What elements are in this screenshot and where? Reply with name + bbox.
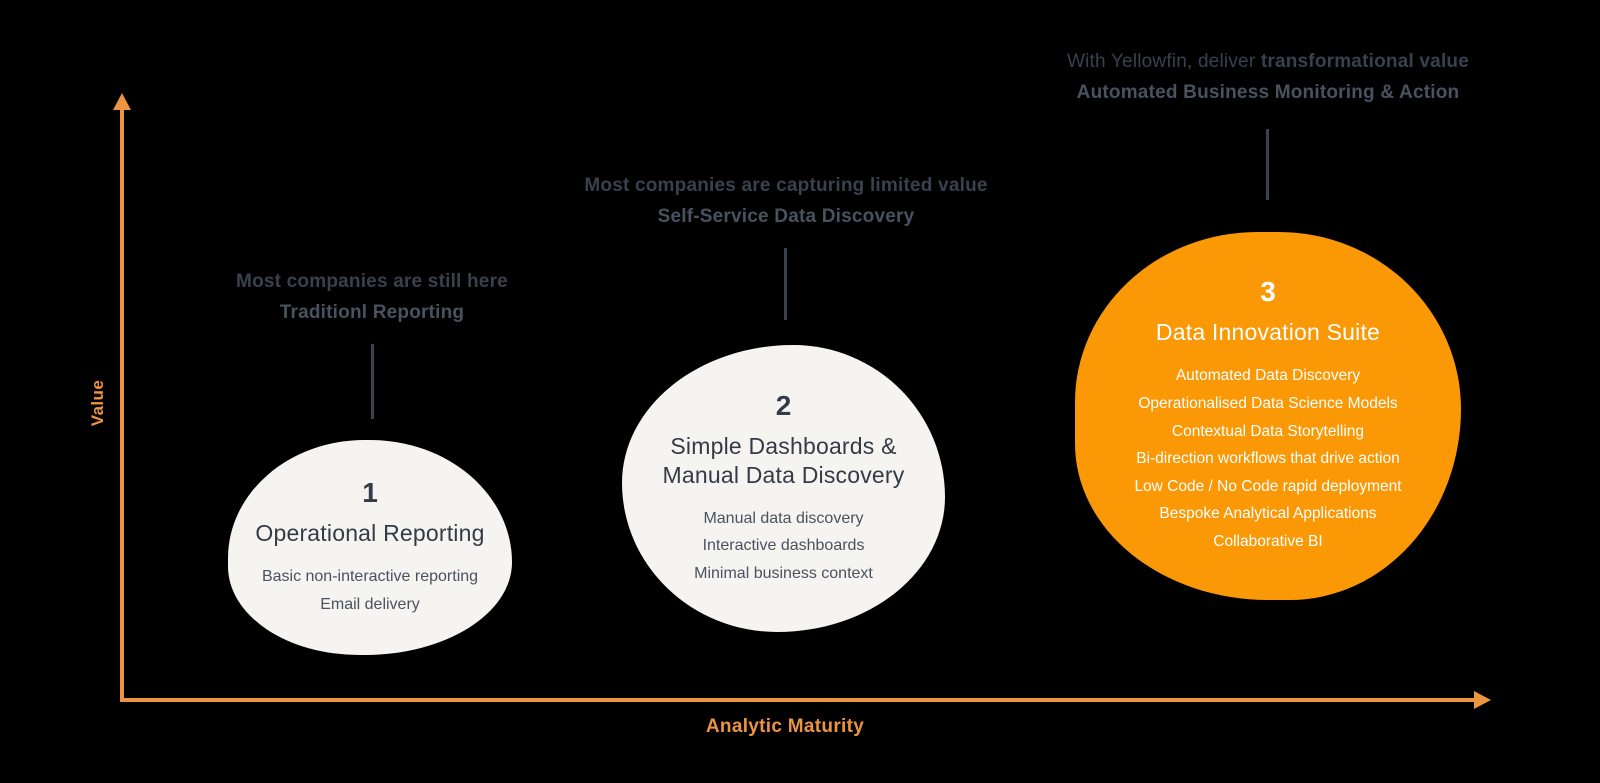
x-axis-label: Analytic Maturity — [705, 716, 865, 737]
connector-stage1 — [371, 344, 374, 419]
stage2-item: Interactive dashboards — [702, 537, 865, 555]
stage3-blob: 3 Data Innovation Suite Automated Data D… — [1075, 232, 1461, 600]
stage3-item: Operationalised Data Science Models — [1138, 395, 1398, 413]
annotation-stage2: Most companies are capturing limited val… — [536, 170, 1036, 232]
stage1-number: 1 — [362, 477, 378, 508]
stage3-number: 3 — [1260, 276, 1276, 308]
stage1-item: Email delivery — [320, 595, 420, 613]
stage2-item: Minimal business context — [694, 564, 873, 582]
annotation-stage1-line1: Most companies are still here — [236, 271, 508, 292]
stage1-item: Basic non-interactive reporting — [261, 568, 479, 585]
stage2-blob: 2 Simple Dashboards & Manual Data Discov… — [622, 345, 945, 632]
y-axis-label: Value — [88, 379, 107, 427]
stage1-title: Operational Reporting — [255, 520, 485, 546]
stage3-item: Automated Data Discovery — [1175, 367, 1361, 385]
stage3-item: Contextual Data Storytelling — [1171, 422, 1365, 440]
stage2-items: Manual data discovery Interactive dashbo… — [694, 505, 873, 588]
annotation-stage1: Most companies are still here Traditionl… — [172, 266, 572, 328]
y-axis-line — [120, 108, 124, 702]
stage3-item: Low Code / No Code rapid deployment — [1134, 477, 1402, 495]
x-axis-arrow-icon — [1474, 691, 1491, 709]
annotation-stage3-line1-bold: transformational value — [1260, 51, 1470, 72]
stage3-item: Collaborative BI — [1213, 532, 1323, 550]
stage3-item: Bi-direction workflows that drive action — [1136, 450, 1400, 468]
stage2-item: Manual data discovery — [703, 509, 864, 527]
stage3-items: Automated Data Discovery Operationalised… — [1134, 362, 1401, 555]
stage1-items: Basic non-interactive reporting Email de… — [262, 563, 478, 618]
annotation-stage3-line1-prefix: With Yellowfin, deliver — [1066, 51, 1261, 72]
y-axis-arrow-icon — [113, 93, 131, 110]
stage3-item: Bespoke Analytical Applications — [1159, 505, 1377, 523]
annotation-stage3-line1: With Yellowfin, deliver transformational… — [1018, 46, 1518, 77]
stage1-blob: 1 Operational Reporting Basic non-intera… — [228, 440, 512, 655]
x-axis-line — [120, 698, 1478, 702]
stage2-title: Simple Dashboards & Manual Data Discover… — [662, 432, 905, 488]
stage3-title: Data Innovation Suite — [1155, 319, 1381, 346]
annotation-stage3: With Yellowfin, deliver transformational… — [1018, 46, 1518, 108]
stage2-number: 2 — [775, 389, 792, 421]
annotation-stage2-line2: Self-Service Data Discovery — [657, 206, 915, 227]
annotation-stage1-line2: Traditionl Reporting — [279, 302, 465, 323]
connector-stage3 — [1266, 129, 1269, 200]
annotation-stage3-line2: Automated Business Monitoring & Action — [1076, 82, 1460, 103]
connector-stage2 — [784, 248, 787, 320]
annotation-stage2-line1: Most companies are capturing limited val… — [584, 175, 988, 196]
